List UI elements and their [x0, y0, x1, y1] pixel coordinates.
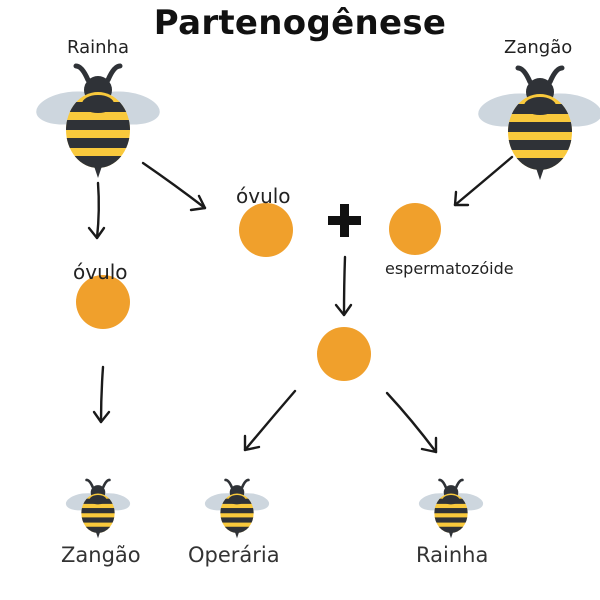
arrow-zygote-to-worker	[243, 389, 297, 452]
drone-bee-top-icon	[476, 68, 600, 180]
arrowhead-zygote-to-queen	[420, 436, 438, 454]
sperm-cell	[389, 203, 441, 255]
result-queen-label: Rainha	[416, 543, 489, 567]
arrow-to-zygote	[342, 255, 347, 317]
arrowhead-ovum-to-drone	[92, 410, 111, 424]
arrowhead-queen-to-left-ovum	[87, 226, 106, 240]
sperm-label: espermatozóide	[385, 259, 514, 278]
ovum-center-cell	[239, 203, 293, 257]
drone-top-label: Zangão	[504, 37, 573, 58]
drone-bee-result-icon	[65, 480, 131, 538]
arrowhead-zygote-to-worker	[243, 434, 261, 452]
page-title: Partenogênese	[153, 3, 447, 43]
queen-bee-result-icon	[418, 480, 484, 538]
result-drone-label: Zangão	[61, 543, 141, 567]
worker-bee-result-icon	[204, 480, 270, 538]
arrowhead-queen-to-ovum	[189, 194, 207, 212]
queen-top-label: Rainha	[67, 37, 129, 58]
arrow-ovum-to-drone	[99, 365, 105, 424]
zygote-cell	[317, 327, 371, 381]
arrowhead-to-zygote	[334, 303, 353, 317]
arrow-zygote-to-queen	[385, 391, 438, 454]
plus-icon	[328, 204, 361, 237]
arrowhead-drone-to-sperm	[453, 190, 470, 207]
ovum-left-label: óvulo	[73, 260, 128, 284]
arrow-queen-to-ovum	[141, 161, 207, 210]
queen-bee-top-icon	[34, 66, 162, 178]
arrow-drone-to-sperm	[453, 155, 514, 207]
ovum-left-cell	[76, 275, 130, 329]
arrow-queen-to-left-ovum	[95, 181, 100, 240]
result-worker-label: Operária	[188, 543, 280, 567]
ovum-center-label: óvulo	[236, 184, 291, 208]
